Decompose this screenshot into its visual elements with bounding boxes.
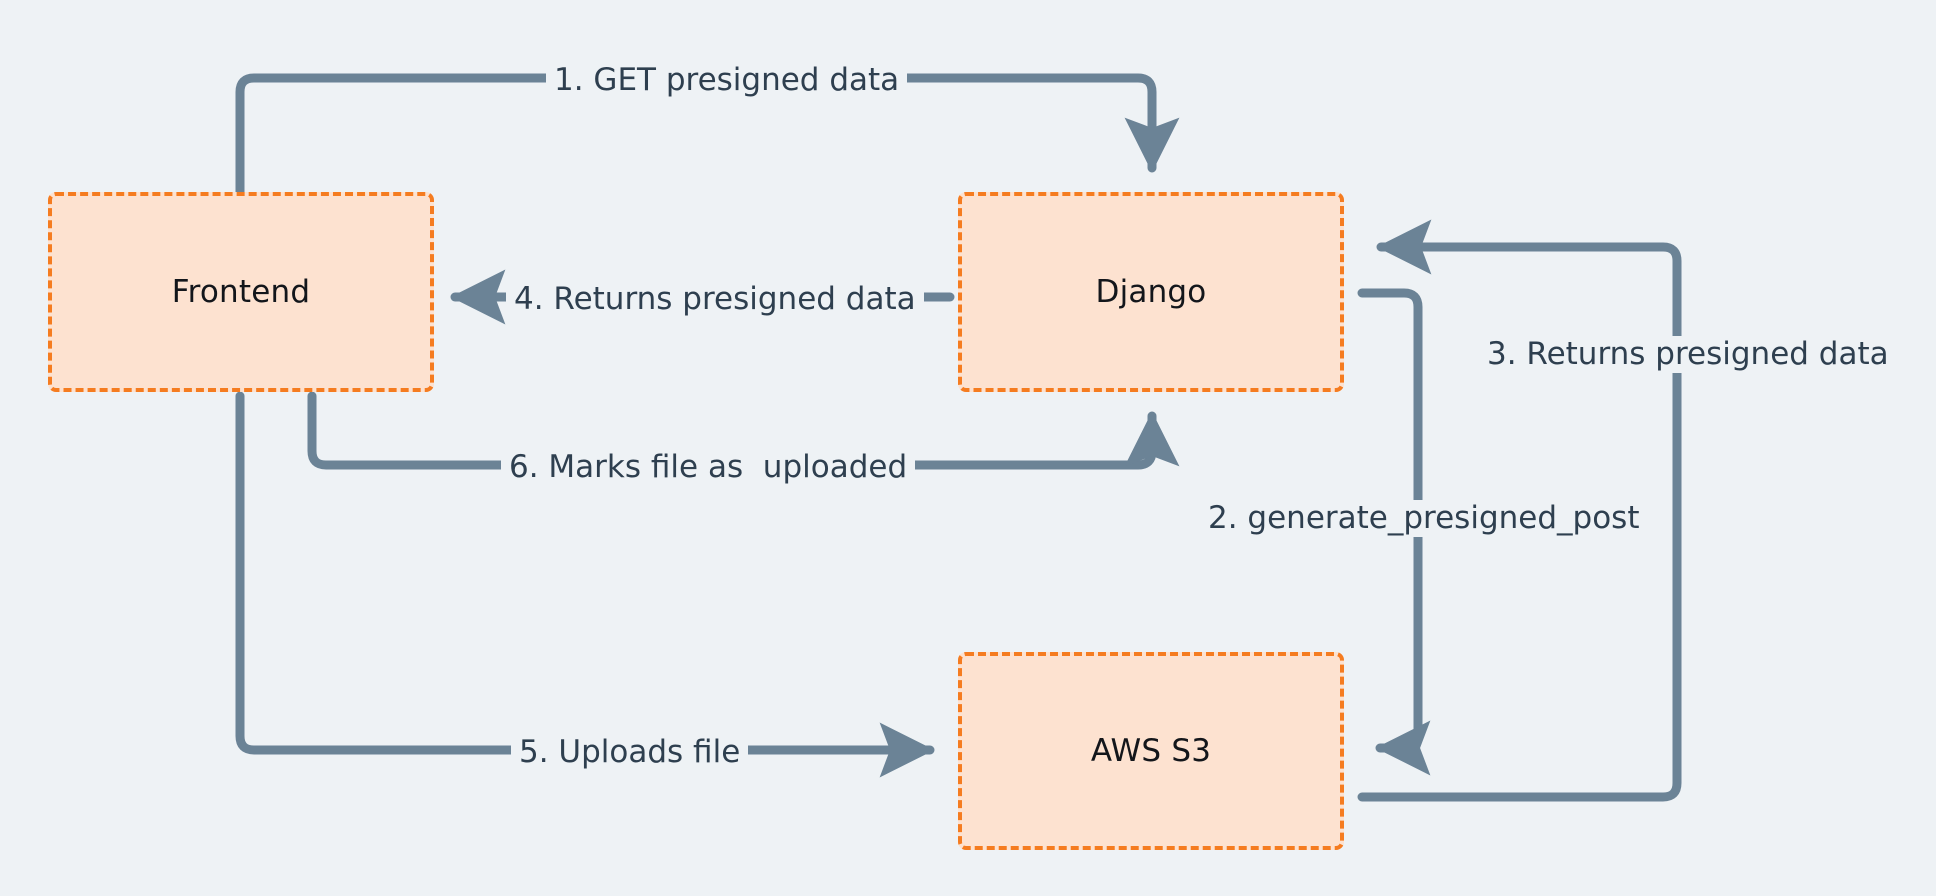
node-aws-s3-label: AWS S3 <box>1090 733 1212 769</box>
node-frontend[interactable]: Frontend <box>48 192 434 392</box>
node-django-label: Django <box>1095 274 1207 310</box>
edge-label-4: 4. Returns presigned data <box>506 281 924 318</box>
edge-label-6: 6. Marks file as uploaded <box>501 449 916 486</box>
node-aws-s3[interactable]: AWS S3 <box>958 652 1344 850</box>
edge-path-5 <box>235 391 935 778</box>
edge-label-3: 3. Returns presigned data <box>1479 336 1897 373</box>
node-frontend-label: Frontend <box>171 274 311 310</box>
edge-path-3 <box>1357 219 1682 802</box>
node-django[interactable]: Django <box>958 192 1344 392</box>
edge-label-2: 2. generate_presigned_post <box>1200 500 1648 537</box>
edge-label-5: 5. Uploads file <box>511 734 749 771</box>
edge-label-1: 1. GET presigned data <box>546 62 908 99</box>
